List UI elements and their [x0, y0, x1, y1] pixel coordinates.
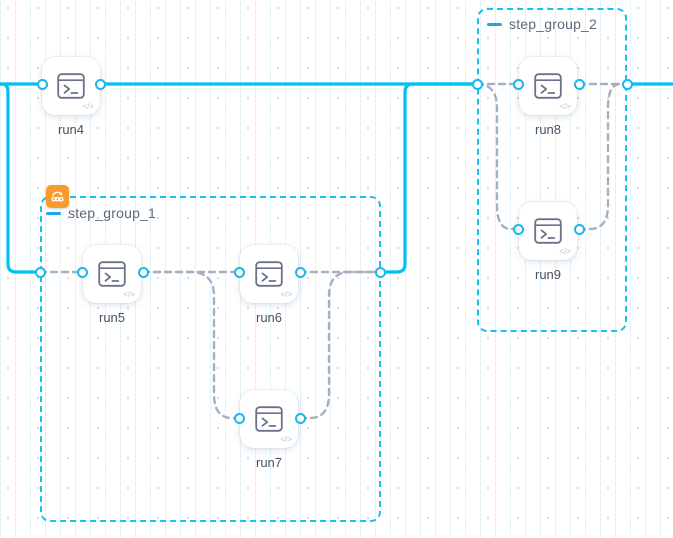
- group-title: step_group_2: [509, 16, 598, 32]
- port-run6-out[interactable]: [294, 266, 306, 278]
- port-group2-in[interactable]: [471, 78, 483, 90]
- loop-badge-step_group_1[interactable]: [46, 185, 69, 208]
- node-label: run5: [98, 310, 126, 325]
- node-run6[interactable]: </> run6: [240, 245, 298, 325]
- port-group2-out[interactable]: [621, 78, 633, 90]
- group-header-step_group_1[interactable]: step_group_1: [46, 205, 156, 221]
- node-run7[interactable]: </> run7: [240, 390, 298, 470]
- port-run4-out[interactable]: [94, 78, 106, 90]
- node-label: run6: [255, 310, 283, 325]
- node-card[interactable]: </>: [83, 245, 141, 303]
- edge-g2in-run9: [475, 82, 520, 231]
- port-run9-in[interactable]: [512, 223, 524, 235]
- code-badge: </>: [280, 290, 292, 299]
- node-card[interactable]: </>: [240, 390, 298, 448]
- group-step_group_1[interactable]: [40, 196, 381, 522]
- terminal-icon: [255, 261, 283, 287]
- node-label: run8: [534, 122, 562, 137]
- port-run6-in[interactable]: [233, 266, 245, 278]
- minus-icon[interactable]: [46, 211, 61, 215]
- port-run8-out[interactable]: [573, 78, 585, 90]
- node-label: run4: [57, 122, 85, 137]
- code-badge: </>: [559, 247, 571, 256]
- node-run5[interactable]: </> run5: [83, 245, 141, 325]
- edge-trunk-branch-g1: [0, 82, 42, 274]
- node-card[interactable]: </>: [519, 202, 577, 260]
- code-badge: </>: [559, 102, 571, 111]
- edge-run9-g2out: [577, 82, 629, 231]
- node-card[interactable]: </>: [42, 57, 100, 115]
- port-run9-out[interactable]: [573, 223, 585, 235]
- node-label: run7: [255, 455, 283, 470]
- port-run4-in[interactable]: [36, 78, 48, 90]
- loop-icon: [51, 191, 64, 202]
- terminal-icon: [534, 218, 562, 244]
- code-badge: </>: [82, 102, 94, 111]
- group-title: step_group_1: [68, 205, 157, 221]
- node-card[interactable]: </>: [519, 57, 577, 115]
- port-run7-in[interactable]: [233, 412, 245, 424]
- node-run4[interactable]: </> run4: [42, 57, 100, 137]
- code-badge: </>: [123, 290, 135, 299]
- code-badge: </>: [280, 435, 292, 444]
- port-group1-in[interactable]: [34, 266, 46, 278]
- node-run8[interactable]: </> run8: [519, 57, 577, 137]
- node-run9[interactable]: </> run9: [519, 202, 577, 282]
- terminal-icon: [534, 73, 562, 99]
- edge-run5-run7: [141, 270, 241, 420]
- group-step_group_2[interactable]: [477, 8, 627, 332]
- port-run5-in[interactable]: [76, 266, 88, 278]
- minus-icon[interactable]: [487, 22, 502, 26]
- terminal-icon: [255, 406, 283, 432]
- port-run5-out[interactable]: [137, 266, 149, 278]
- port-run8-in[interactable]: [512, 78, 524, 90]
- node-label: run9: [534, 267, 562, 282]
- node-card[interactable]: </>: [240, 245, 298, 303]
- terminal-icon: [98, 261, 126, 287]
- edge-g1-out-trunk: [378, 82, 479, 274]
- edge-run7-g1out: [298, 270, 382, 420]
- terminal-icon: [57, 73, 85, 99]
- port-run7-out[interactable]: [294, 412, 306, 424]
- group-header-step_group_2[interactable]: step_group_2: [487, 16, 597, 32]
- port-group1-out[interactable]: [374, 266, 386, 278]
